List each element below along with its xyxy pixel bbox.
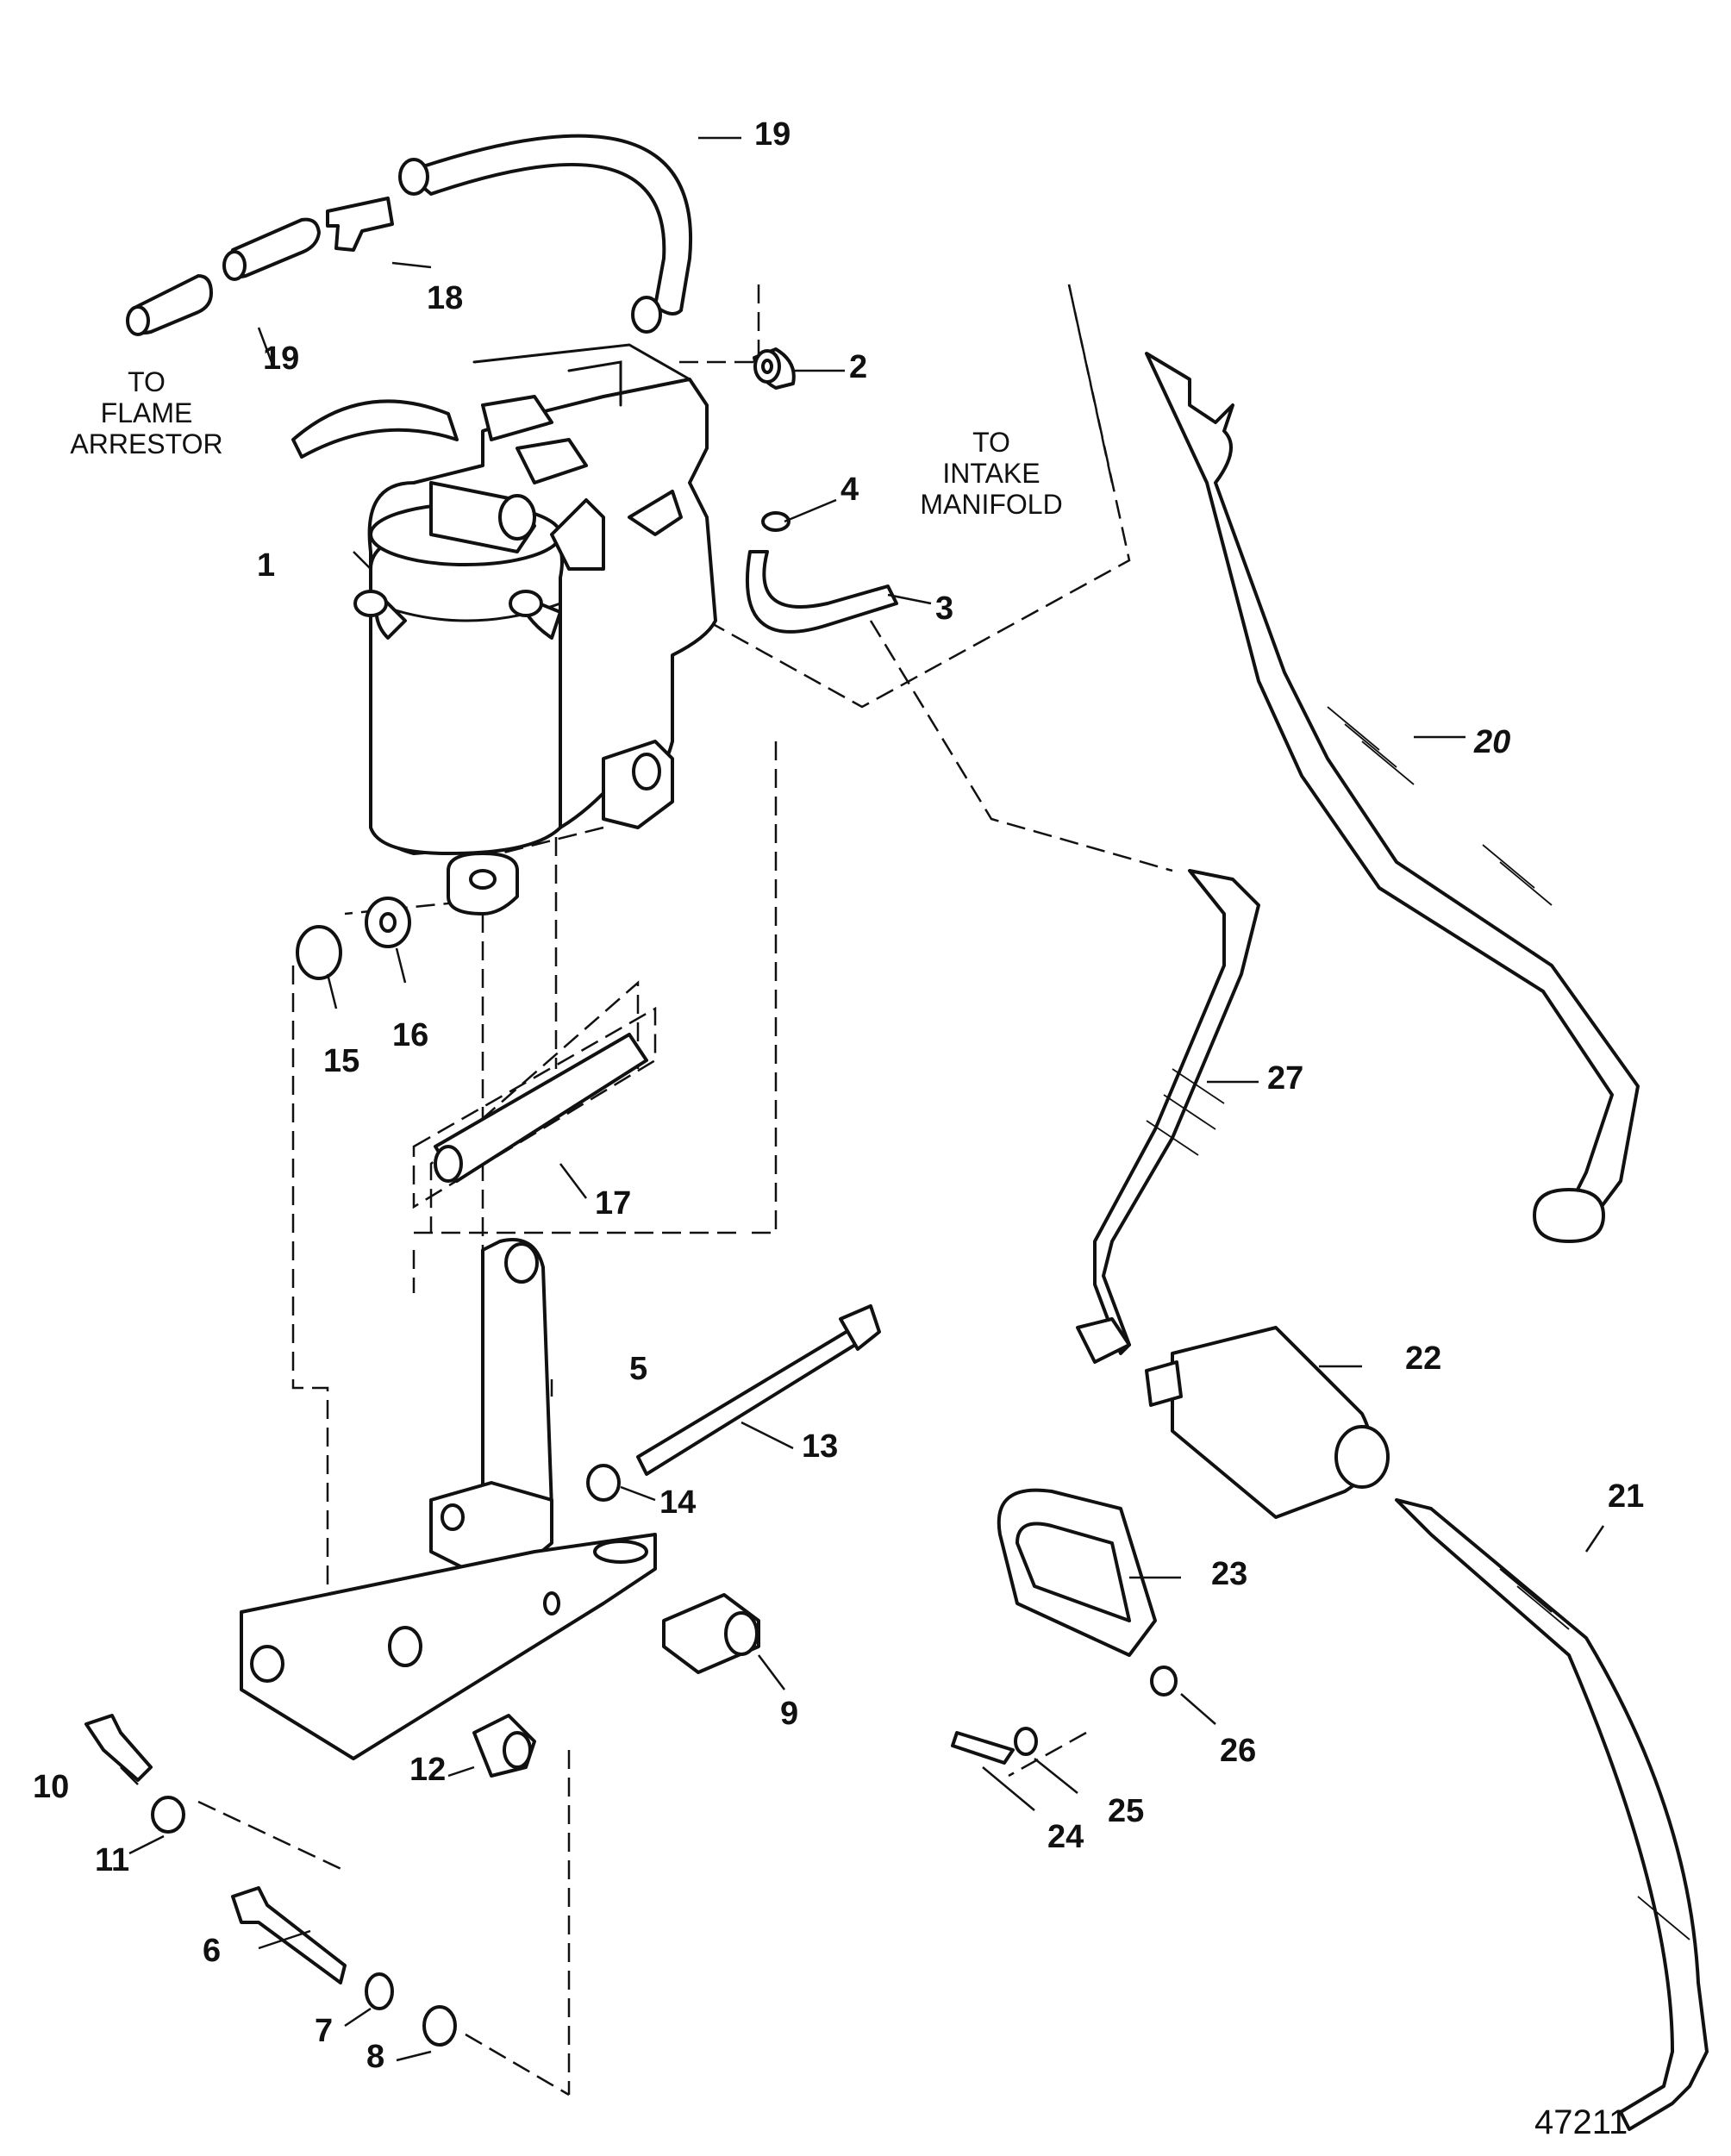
callout-6: 6: [203, 1933, 221, 1969]
callout-2: 2: [849, 349, 867, 385]
screw-part-24: [951, 1731, 1015, 1765]
spacer-part-9: [662, 1593, 760, 1674]
washer-part-11: [151, 1796, 185, 1834]
spacer-part-12: [472, 1714, 536, 1778]
bolt-part-13: [636, 1304, 881, 1476]
callout-10: 10: [33, 1769, 69, 1805]
washer-part-8: [422, 2005, 457, 2047]
vacuum-hose-assembly: [126, 134, 693, 336]
note-flame-arrestor-line-1: TO: [128, 366, 166, 397]
callout-5: 5: [629, 1351, 647, 1387]
fuel-filter-assembly: [291, 343, 717, 916]
clamp-part-23: [997, 1488, 1157, 1657]
figure-number: 47211: [1534, 2103, 1628, 2141]
bracket-part-5: [240, 1238, 657, 1760]
callout-8: 8: [366, 2039, 384, 2075]
note-intake-manifold-line-3: MANIFOLD: [920, 489, 1063, 520]
callout-13: 13: [802, 1428, 838, 1465]
nut-part-26: [1150, 1665, 1178, 1697]
note-flame-arrestor-line-2: FLAME: [100, 397, 193, 428]
callout-labels: 2 3 4 5 6 7 8 9 10 11 12 13 14: [33, 349, 953, 2075]
note-intake-manifold-line-1: TO: [972, 427, 1010, 458]
callout-11: 11: [95, 1842, 129, 1878]
callout-14: 14: [659, 1484, 696, 1521]
washer-part-25: [1014, 1727, 1038, 1756]
grommet-part-2: [753, 347, 796, 390]
grommet-part-16: [365, 897, 411, 948]
fuel-line-part-27: [1076, 869, 1260, 1364]
spacer-tube-part-17: [434, 1033, 648, 1183]
callout-3: 3: [935, 591, 953, 627]
note-intake-manifold: TO INTAKE MANIFOLD: [897, 427, 1086, 520]
fuel-filter-part-22: [1145, 1326, 1390, 1519]
callout-7: 7: [315, 2013, 333, 2049]
bolt-part-10: [84, 1714, 153, 1782]
fuel-line-part-20: [1145, 352, 1640, 1243]
note-flame-arrestor: TO FLAME ARRESTOR: [52, 366, 241, 459]
callout-12: 12: [409, 1752, 446, 1788]
leader-lines: [120, 136, 1605, 2062]
washer-part-14: [586, 1464, 621, 1502]
note-intake-manifold-line-2: INTAKE: [942, 458, 1040, 489]
lock-washer-part-7: [365, 1972, 394, 2010]
fuel-line-part-21: [1395, 1498, 1709, 2131]
callout-9: 9: [780, 1696, 798, 1732]
note-flame-arrestor-line-3: ARRESTOR: [70, 428, 223, 459]
hose-part-3: [745, 511, 898, 634]
bolt-part-6: [231, 1886, 347, 1984]
screw-part-15: [296, 925, 342, 980]
callout-4: 4: [841, 472, 859, 508]
